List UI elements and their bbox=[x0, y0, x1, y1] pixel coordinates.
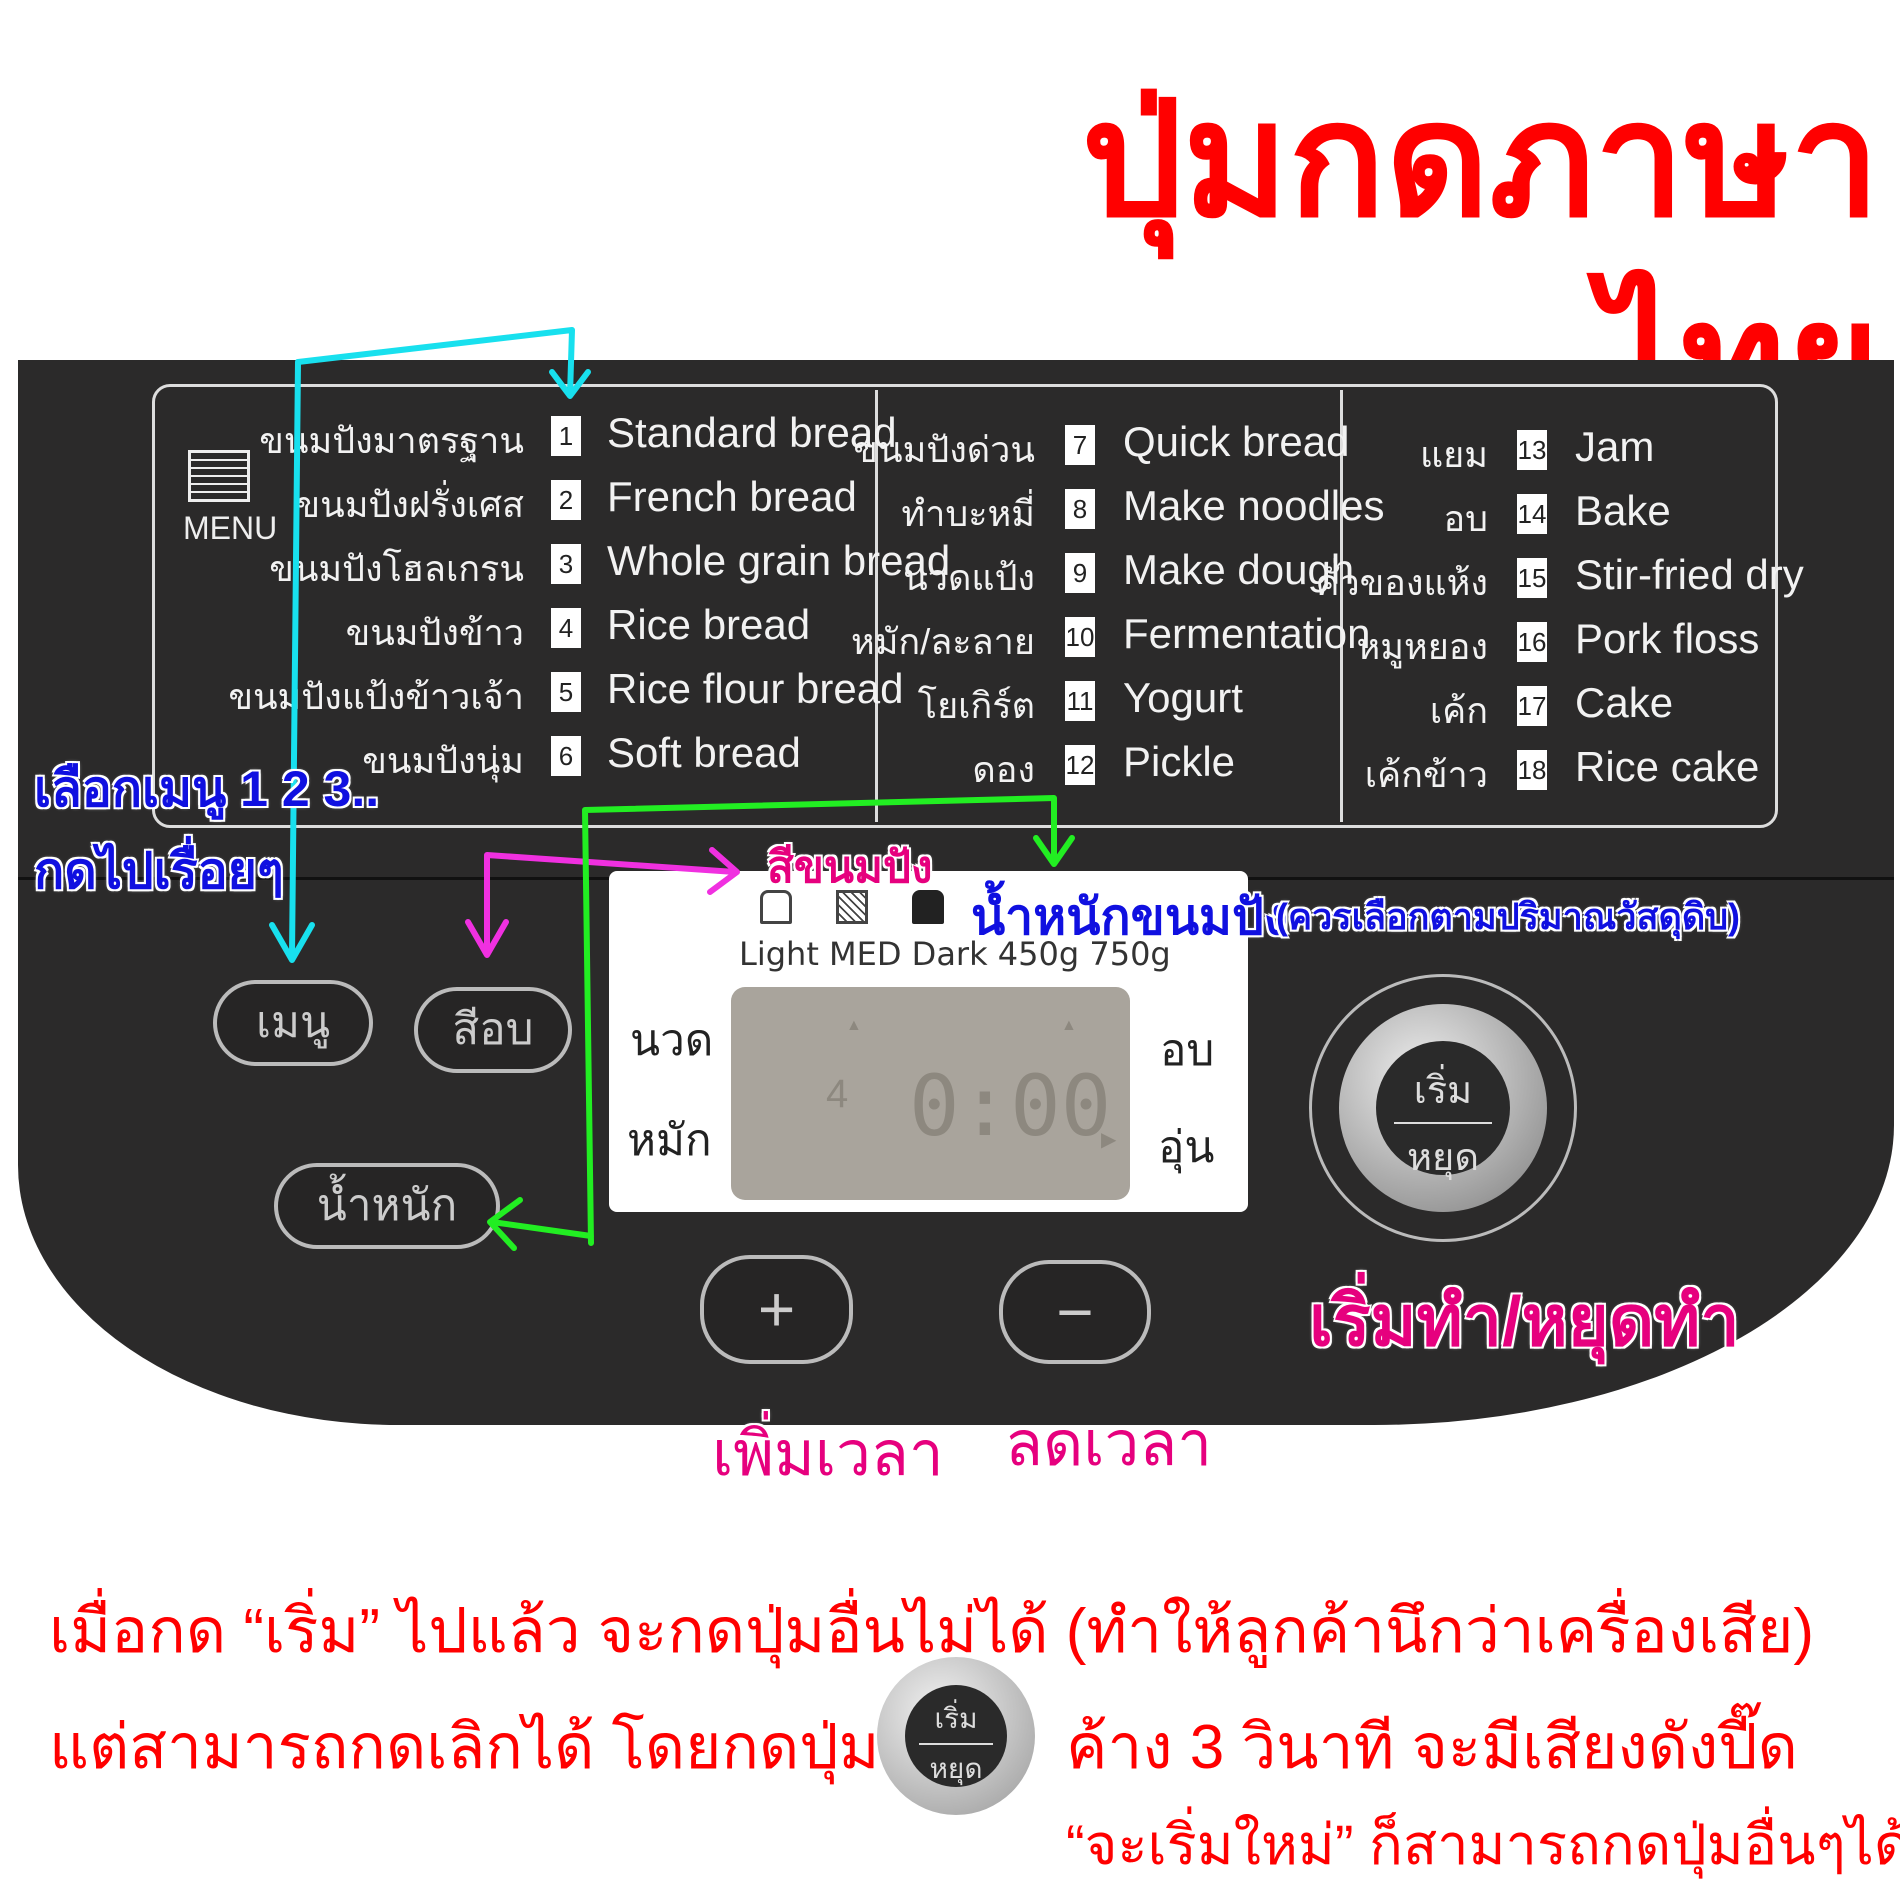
menu-item-number: 5 bbox=[551, 672, 581, 712]
reduce-time-note: ลดเวลา bbox=[1005, 1410, 1213, 1479]
menu-item-number: 7 bbox=[1065, 425, 1095, 465]
menu-item-number: 17 bbox=[1517, 686, 1547, 726]
menu-item-english-label: Pork floss bbox=[1575, 615, 1760, 662]
menu-item-number: 16 bbox=[1517, 622, 1547, 662]
note-line-2b: ค้าง 3 วินาที จะมีเสียงดังปี๊ด bbox=[1066, 1713, 1798, 1782]
menu-button[interactable]: เมนู bbox=[213, 980, 373, 1066]
menu-item-thai-label: ขนมปังนุ่ม bbox=[362, 740, 524, 781]
menu-item-thai-label: ทำบะหมี่ bbox=[901, 493, 1035, 534]
ferment-label: หมัก bbox=[627, 1116, 712, 1165]
press-repeat-note: กดไปเรื่อยๆ bbox=[34, 843, 284, 899]
menu-item-thai-label: ขนมปังข้าว bbox=[345, 612, 524, 653]
menu-item-number: 3 bbox=[551, 544, 581, 584]
menu-item-number: 18 bbox=[1517, 750, 1547, 790]
light-crust-icon bbox=[760, 890, 792, 924]
dark-crust-icon bbox=[912, 890, 944, 924]
start-stop-button-illustration: เริ่ม หยุด bbox=[877, 1657, 1035, 1815]
menu-item-thai-label: เค้กข้าว bbox=[1364, 754, 1488, 795]
menu-item-thai-label: ดอง bbox=[972, 749, 1035, 790]
stop-label: หยุด bbox=[1407, 1137, 1479, 1179]
menu-item-number: 8 bbox=[1065, 489, 1095, 529]
start-label: เริ่ม bbox=[1413, 1070, 1473, 1112]
menu-item-english-label: French bread bbox=[607, 473, 857, 520]
menu-item-number: 13 bbox=[1517, 430, 1547, 470]
stop-label: หยุด bbox=[929, 1753, 983, 1784]
menu-item-number: 12 bbox=[1065, 745, 1095, 785]
menu-item-english-label: Quick bread bbox=[1123, 418, 1350, 465]
lcd-menu-number: 4 bbox=[826, 1072, 849, 1116]
menu-item-english-label: Rice cake bbox=[1575, 743, 1760, 790]
menu-item-number: 1 bbox=[551, 416, 581, 456]
menu-item-number: 6 bbox=[551, 736, 581, 776]
menu-item-number: 11 bbox=[1065, 681, 1095, 721]
add-time-note: เพิ่มเวลา bbox=[712, 1420, 944, 1489]
menu-item-thai-label: แยม bbox=[1419, 434, 1488, 475]
display-settings-labels: Light MED Dark 450g 750g bbox=[739, 935, 1171, 973]
page-title: ปุ่มกดภาษาไทย bbox=[1081, 70, 1880, 449]
decrease-time-button[interactable]: − bbox=[999, 1260, 1151, 1364]
lcd-screen: ▲ ▲ 4 0:00 ▶ bbox=[731, 987, 1130, 1200]
menu-item-thai-label: หมูหยอง bbox=[1356, 626, 1488, 667]
cyan-arrow bbox=[269, 327, 591, 963]
menu-item-english-label: Make noodles bbox=[1123, 482, 1385, 529]
column-divider bbox=[875, 390, 878, 822]
start-stop-button[interactable]: เริ่ม หยุด bbox=[1339, 1004, 1547, 1212]
bread-color-note: สีขนมปัง bbox=[767, 843, 933, 892]
green-arrow bbox=[487, 795, 1075, 1251]
note-line-1: เมื่อกด “เริ่ม” ไปแล้ว จะกดปุ่มอื่นไม่ได… bbox=[49, 1597, 1815, 1666]
menu-item-thai-label: โยเกิร์ต bbox=[917, 685, 1035, 726]
menu-item-thai-label: หมัก/ละลาย bbox=[850, 621, 1035, 662]
menu-item-thai-label: อบ bbox=[1443, 498, 1488, 539]
menu-item-english-label: Pickle bbox=[1123, 738, 1236, 785]
menu-item-english-label: Make dough bbox=[1123, 546, 1355, 593]
menu-item-thai-label: ขนมปังฝรั่งเศส bbox=[295, 484, 524, 525]
start-button-ring bbox=[1309, 974, 1577, 1242]
menu-item-english-label: Rice bread bbox=[607, 601, 811, 648]
menu-item-english-label: Cake bbox=[1575, 679, 1674, 726]
menu-item-number: 9 bbox=[1065, 553, 1095, 593]
menu-item-english-label: Standard bread bbox=[607, 409, 897, 456]
start-stop-note: เริ่มทำ/หยุดทำ bbox=[1309, 1282, 1740, 1360]
bake-label: อบ bbox=[1160, 1026, 1215, 1075]
menu-item-english-label: Bake bbox=[1575, 487, 1671, 534]
menu-item-thai-label: ขนมปังโฮลเกรน bbox=[269, 548, 524, 589]
lcd-time: 0:00 bbox=[909, 1057, 1112, 1155]
menu-item-english-label: Jam bbox=[1575, 423, 1655, 470]
menu-item-thai-label: ขนมปังมาตรฐาน bbox=[259, 420, 524, 461]
menu-item-thai-label: ขนมปังด่วน bbox=[853, 429, 1035, 470]
menu-item-thai-label: นวดแป้ง bbox=[903, 557, 1035, 598]
increase-time-button[interactable]: + bbox=[700, 1255, 853, 1364]
menu-item-english-label: Fermentation bbox=[1123, 610, 1371, 657]
menu-item-thai-label: ขนมปังแป้งข้าวเจ้า bbox=[228, 676, 524, 717]
crust-color-button[interactable]: สีอบ bbox=[414, 987, 572, 1073]
menu-item-english-label: Rice flour bread bbox=[607, 665, 904, 712]
medium-crust-icon bbox=[836, 890, 868, 924]
menu-item-english-label: Soft bread bbox=[607, 729, 801, 776]
column-divider bbox=[1340, 390, 1343, 822]
menu-item-number: 10 bbox=[1065, 617, 1095, 657]
warm-label: อุ่น bbox=[1158, 1123, 1215, 1172]
menu-item-english-label: Stir-fried dry bbox=[1575, 551, 1804, 598]
menu-list-frame bbox=[152, 384, 1778, 828]
menu-item-number: 2 bbox=[551, 480, 581, 520]
select-menu-note: เลือกเมนู 1 2 3.. bbox=[34, 761, 380, 817]
menu-item-english-label: Whole grain bread bbox=[607, 537, 951, 584]
knead-label: นวด bbox=[630, 1016, 714, 1065]
magenta-arrow bbox=[465, 847, 740, 958]
menu-item-thai-label: เค้ก bbox=[1429, 690, 1488, 731]
note-line-2a: แต่สามารถกดเลิกได้ โดยกดปุ่ม bbox=[49, 1713, 880, 1782]
menu-item-english-label: Yogurt bbox=[1123, 674, 1243, 721]
weight-advice-note: (ควรเลือกตามปริมาณวัสดุดิบ) bbox=[1276, 896, 1741, 937]
menu-item-thai-label: คั่วของแห้ง bbox=[1315, 562, 1488, 603]
weight-button[interactable]: น้ำหนัก bbox=[274, 1163, 500, 1249]
menu-item-number: 15 bbox=[1517, 558, 1547, 598]
note-line-3: “จะเริ่มใหม่” ก็สามารถกดปุ่มอื่นๆได้ bbox=[1066, 1813, 1900, 1876]
bread-weight-note: น้ำหนักขนมปัง bbox=[971, 889, 1289, 945]
menu-item-number: 4 bbox=[551, 608, 581, 648]
start-label: เริ่ม bbox=[934, 1703, 978, 1734]
menu-item-number: 14 bbox=[1517, 494, 1547, 534]
